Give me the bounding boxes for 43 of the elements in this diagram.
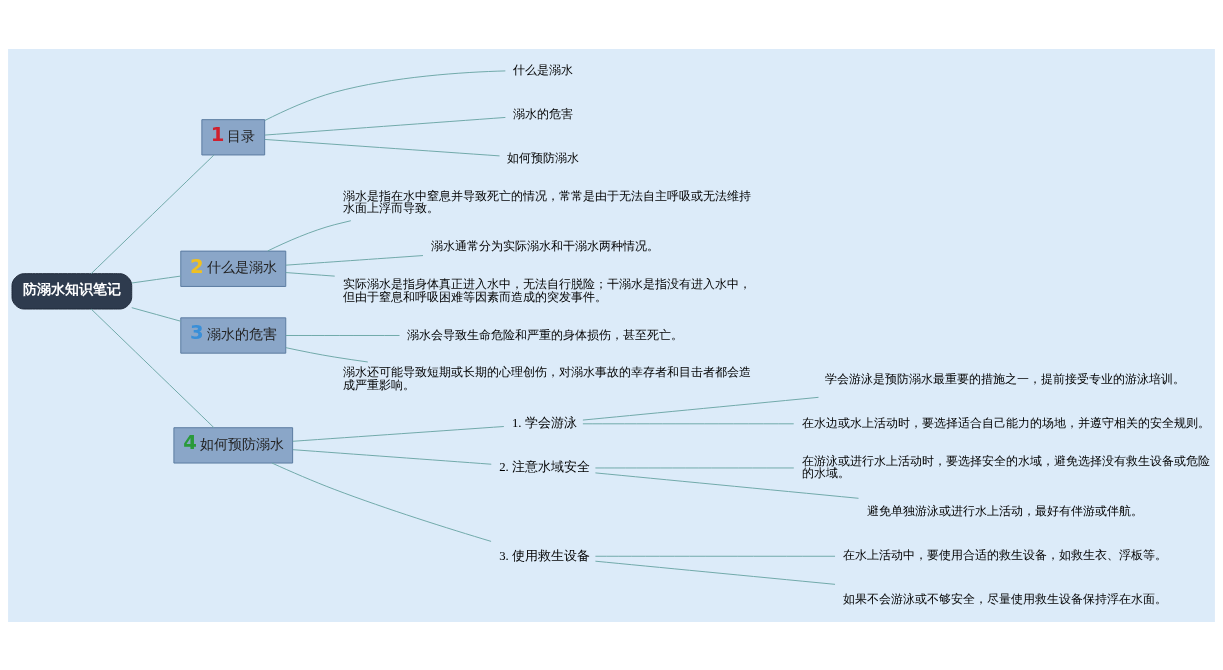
connector — [594, 555, 836, 557]
node-text: 在水边或水上活动时，要选择适合自己能力的场地，并遵守相关的安全规则。 — [801, 415, 1210, 430]
node-text: 溺水通常分为实际溺水和干溺水两种情况。 — [430, 238, 659, 253]
node-text: 如何预防溺水 — [507, 150, 580, 165]
connector — [267, 219, 352, 251]
connector — [594, 560, 836, 585]
node-text: 2. 注意水域安全 — [499, 459, 590, 474]
connector — [285, 254, 424, 266]
node-box: 防溺水知识笔记 — [11, 272, 133, 309]
connector — [131, 306, 182, 322]
node-text: 学会游泳是预防溺水最重要的措施之一，提前接受专业的游泳培训。 — [825, 371, 1186, 386]
node-box: 4 如何预防溺水 — [173, 426, 294, 464]
node-text: 实际溺水是指身体真正进入水中，无法自行脱险；干溺水是指没有进入水中，但由于窒息和呼吸困难等因素而造成的突发事件。 — [342, 276, 751, 304]
connector — [285, 334, 400, 336]
connector — [90, 308, 215, 428]
connector — [264, 138, 501, 156]
node-text: 1. 学会游泳 — [511, 415, 577, 430]
connector — [594, 471, 859, 499]
connector — [582, 422, 795, 424]
connector — [264, 116, 506, 136]
connector — [292, 448, 492, 465]
node-text: 在水上活动中，要使用合适的救生设备，如救生衣、浮板等。 — [843, 547, 1168, 562]
node-text: 溺水还可能导致短期或长期的心理创伤，对溺水事故的幸存者和目击者都会造成严重影响。 — [342, 364, 751, 392]
node-text: 避免单独游泳或进行水上活动，最好有伴游或伴航。 — [866, 503, 1143, 518]
connector — [264, 69, 506, 121]
connector — [285, 346, 369, 362]
connector — [131, 275, 182, 283]
connector — [90, 154, 215, 274]
connector — [285, 271, 336, 277]
node-box: 3 溺水的危害 — [180, 316, 287, 354]
connector — [594, 466, 795, 468]
node-text: 溺水会导致生命危险和严重的身体损伤，甚至死亡。 — [407, 327, 684, 342]
node-text: 3. 使用救生设备 — [499, 548, 590, 563]
connector — [292, 425, 505, 442]
connector — [271, 462, 492, 542]
node-text: 在游泳或进行水上活动时，要选择安全的水域，避免选择没有救生设备或危险的水域。 — [801, 453, 1210, 480]
node-text: 溺水是指在水中窒息并导致死亡的情况，常常是由于无法自主呼吸或无法维持水面上浮而导致。 — [342, 188, 751, 215]
connector — [582, 396, 819, 421]
node-text: 如果不会游泳或不够安全，尽量使用救生设备保持浮在水面。 — [843, 591, 1168, 606]
node-text: 什么是溺水 — [513, 62, 574, 77]
node-box: 2 什么是溺水 — [180, 250, 287, 287]
node-box: 1 目录 — [201, 118, 266, 155]
node-text: 溺水的危害 — [513, 106, 574, 121]
